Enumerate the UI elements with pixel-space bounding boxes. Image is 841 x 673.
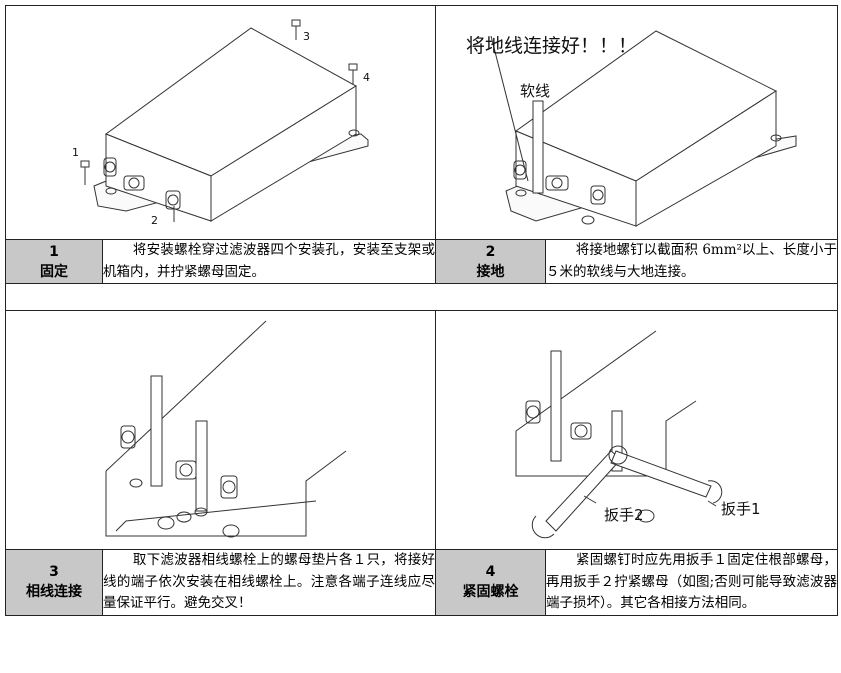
step-2-label: 2 接地 bbox=[435, 239, 546, 284]
step-4-number: 4 bbox=[485, 564, 496, 581]
step-4-title: 紧固螺栓 bbox=[462, 584, 519, 601]
step-1-number: 1 bbox=[49, 243, 59, 260]
step-3-label: 3 相线连接 bbox=[5, 549, 103, 616]
figure-1-label-1: 1 bbox=[72, 146, 79, 159]
step-1-label: 1 固定 bbox=[5, 239, 103, 284]
step-4-label: 4 紧固螺栓 bbox=[435, 549, 546, 616]
step-2-number: 2 bbox=[485, 243, 496, 260]
figure-4-wrench-1-label: 扳手1 bbox=[721, 500, 761, 518]
step-2-description: 将接地螺钉以截面积 6mm²以上、长度小于５米的软线与大地连接。 bbox=[545, 239, 838, 284]
figure-2-warning: 将地线连接好！！！ bbox=[466, 35, 637, 57]
step-1-title: 固定 bbox=[40, 263, 68, 280]
figure-1-mounting: 1 2 3 4 bbox=[5, 5, 436, 240]
step-3-title: 相线连接 bbox=[26, 584, 82, 601]
step-2-title: 接地 bbox=[476, 263, 505, 280]
figure-4-wrench-2-label: 扳手2 bbox=[604, 506, 644, 524]
figure-4-tighten-bolts: 扳手2 扳手1 bbox=[435, 310, 838, 550]
figure-3-phase-wiring bbox=[5, 310, 436, 550]
figure-2-grounding: 将地线连接好！！！ 软线 bbox=[435, 5, 838, 240]
figure-2-wire-label: 软线 bbox=[520, 82, 550, 100]
figure-1-label-4: 4 bbox=[363, 71, 370, 84]
figure-1-label-3: 3 bbox=[303, 30, 310, 43]
instruction-grid: 1 2 3 4 bbox=[5, 5, 838, 616]
step-3-number: 3 bbox=[49, 564, 59, 581]
figure-1-label-2: 2 bbox=[151, 214, 158, 227]
step-4-description: 紧固螺钉时应先用扳手１固定住根部螺母，再用扳手２拧紧螺母（如图;否则可能导致滤波… bbox=[545, 549, 838, 616]
step-1-description: 将安装螺栓穿过滤波器四个安装孔，安装至支架或机箱内，并拧紧螺母固定。 bbox=[102, 239, 436, 284]
spacer-row bbox=[5, 283, 838, 311]
step-3-description: 取下滤波器相线螺栓上的螺母垫片各１只，将接好线的端子依次安装在相线螺栓上。注意各… bbox=[102, 549, 436, 616]
